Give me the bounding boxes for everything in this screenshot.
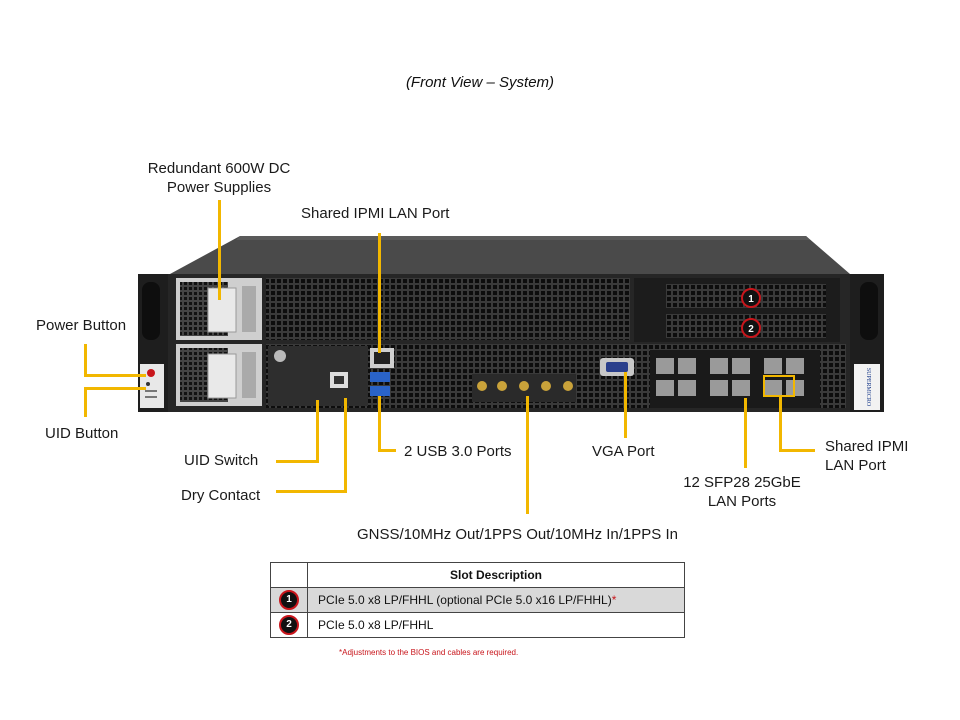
table-row: 1 PCIe 5.0 x8 LP/FHHL (optional PCIe 5.0… xyxy=(270,587,685,613)
callout-line-ipmi-right-v xyxy=(779,396,782,452)
callout-line-dry-v xyxy=(344,398,347,493)
callout-line-uid-switch-v xyxy=(316,400,319,463)
label-dry-contact: Dry Contact xyxy=(181,487,261,504)
callout-line-power-h xyxy=(84,374,146,377)
label-shared-ipmi-top: Shared IPMI LAN Port xyxy=(301,205,450,222)
table-row: 2 PCIe 5.0 x8 LP/FHHL xyxy=(270,612,685,638)
callout-line-sfp xyxy=(744,398,747,468)
slot-2-badge: 2 xyxy=(748,324,754,335)
callout-line-usb-h xyxy=(378,449,396,452)
table-row-description: PCIe 5.0 x8 LP/FHHL (optional PCIe 5.0 x… xyxy=(307,587,685,613)
label-power-button: Power Button xyxy=(36,317,127,334)
label-power-supplies: Redundant 600W DC Power Supplies xyxy=(147,160,291,196)
callout-line-power-v xyxy=(84,344,87,376)
label-uid-button: UID Button xyxy=(45,425,119,442)
callout-line-vga xyxy=(624,372,627,438)
footnote: *Adjustments to the BIOS and cables are … xyxy=(339,648,519,657)
label-vga-port: VGA Port xyxy=(592,443,655,460)
callout-line-psu xyxy=(218,200,221,300)
slot-description-table: Slot Description 1 PCIe 5.0 x8 LP/FHHL (… xyxy=(270,562,685,638)
label-uid-switch: UID Switch xyxy=(184,452,259,469)
chassis-brand: SUPERMICRO xyxy=(865,368,871,407)
callout-line-uid-v xyxy=(84,387,87,417)
table-header-row: Slot Description xyxy=(270,562,685,588)
label-shared-ipmi-right: Shared IPMI LAN Port xyxy=(825,438,909,474)
callout-line-uid-h xyxy=(84,387,146,390)
diagram-title: (Front View – System) xyxy=(405,74,555,91)
slot-number-badge: 1 xyxy=(279,590,299,610)
table-row-number: 1 xyxy=(270,587,308,613)
table-row-number: 2 xyxy=(270,612,308,638)
table-row-description: PCIe 5.0 x8 LP/FHHL xyxy=(307,612,685,638)
callout-line-gnss xyxy=(526,396,529,514)
callout-line-usb-v xyxy=(378,396,381,452)
server-chassis: 1 2 SUPERMICRO xyxy=(138,236,884,412)
label-usb-ports: 2 USB 3.0 Ports xyxy=(404,443,512,460)
slot-1-badge: 1 xyxy=(748,294,754,305)
label-sfp-ports: 12 SFP28 25GbE LAN Ports xyxy=(683,474,801,510)
callout-line-dry-h xyxy=(276,490,346,493)
callout-line-uid-switch-h xyxy=(276,460,318,463)
footnote-marker: * xyxy=(611,593,617,607)
table-header-blank xyxy=(270,562,308,588)
table-header-cell: Slot Description xyxy=(307,562,685,588)
callout-line-ipmi-right-h xyxy=(779,449,815,452)
label-gnss: GNSS/10MHz Out/1PPS Out/10MHz In/1PPS In xyxy=(357,526,678,543)
slot-number-badge: 2 xyxy=(279,615,299,635)
callout-line-ipmi-top xyxy=(378,233,381,353)
